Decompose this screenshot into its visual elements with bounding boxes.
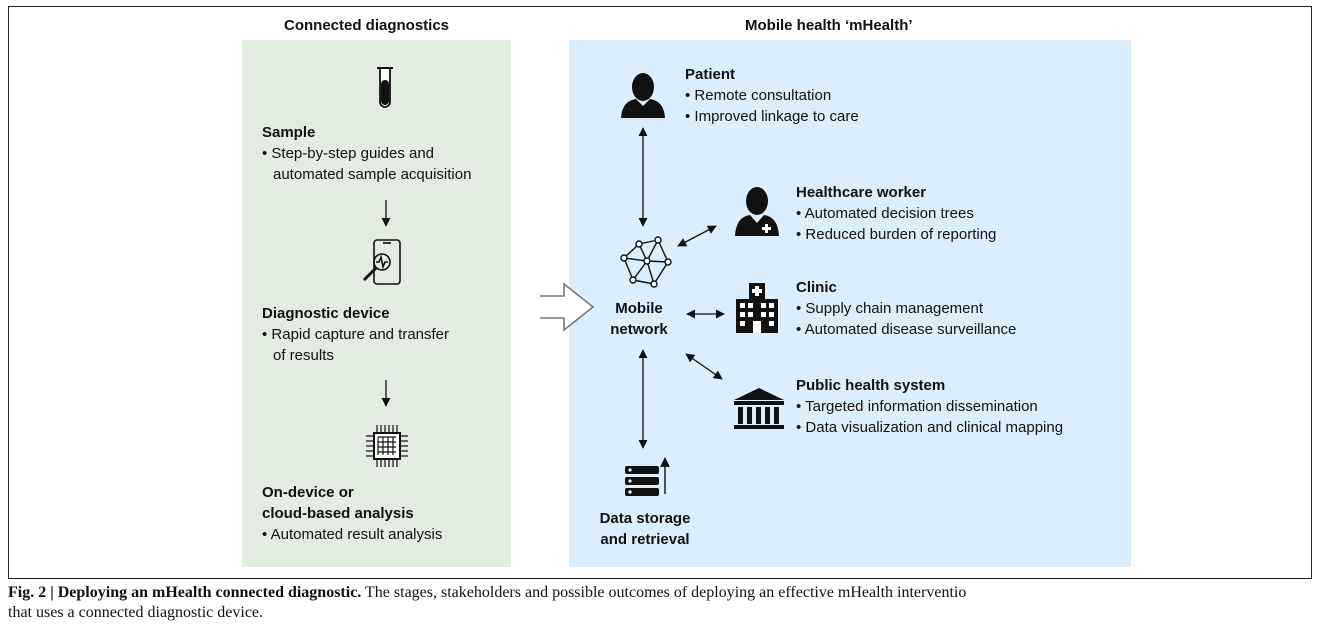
right-panel-title: Mobile health ‘mHealth’: [745, 17, 913, 34]
public-bullet-1: • Targeted information dissemination: [796, 398, 1038, 415]
worker-heading: Healthcare worker: [796, 184, 927, 201]
server-icon: [625, 457, 670, 496]
sample-heading: Sample: [262, 124, 316, 141]
public-bullet-2: • Data visualization and clinical mappin…: [796, 419, 1064, 436]
caption-label: Fig. 2 | Deploying an mHealth connected …: [8, 584, 362, 601]
caption-line-1: Fig. 2 | Deploying an mHealth connected …: [8, 583, 1320, 603]
public-heading: Public health system: [796, 377, 946, 394]
data-storage-label: Data storage and retrieval: [582, 508, 708, 550]
device-heading: Diagnostic device: [262, 305, 390, 322]
analysis-heading-1: On-device or: [262, 484, 354, 501]
phone-magnifier-icon: [362, 239, 401, 285]
network-worker-arrow: [677, 225, 717, 247]
device-bullet-2: of results: [273, 347, 334, 364]
hospital-icon: [736, 283, 778, 333]
worker-block: Healthcare worker • Automated decision t…: [796, 182, 996, 245]
government-building-icon: [734, 388, 784, 429]
network-public-arrow: [685, 353, 723, 380]
test-tube-icon: [377, 67, 393, 108]
public-health-block: Public health system • Targeted informat…: [796, 375, 1063, 438]
patient-bullet-1: • Remote consultation: [685, 87, 832, 104]
mobile-network-label: Mobile network: [604, 298, 674, 340]
patient-block: Patient • Remote consultation • Improved…: [685, 64, 859, 127]
device-bullet-1: • Rapid capture and transfer: [262, 326, 450, 343]
chip-icon: [366, 425, 408, 467]
worker-bullet-2: • Reduced burden of reporting: [796, 226, 997, 243]
network-icon: [620, 236, 672, 288]
sample-bullet-2: automated sample acquisition: [273, 166, 472, 183]
network-line-2: network: [610, 321, 668, 338]
analysis-block: On-device or cloud-based analysis • Auto…: [262, 482, 442, 545]
sample-block: Sample • Step-by-step guides and automat…: [262, 122, 471, 185]
patient-heading: Patient: [685, 66, 736, 83]
clinic-heading: Clinic: [796, 279, 837, 296]
doctor-icon: [735, 187, 779, 236]
network-line-1: Mobile: [615, 300, 663, 317]
caption-text-2: that uses a connected diagnostic device.: [8, 604, 264, 621]
analysis-heading-2: cloud-based analysis: [262, 505, 414, 522]
worker-bullet-1: • Automated decision trees: [796, 205, 974, 222]
left-panel-title: Connected diagnostics: [284, 17, 450, 34]
transfer-arrow: [540, 282, 595, 332]
figure-frame: [8, 6, 1312, 579]
patient-icon: [621, 73, 665, 118]
figure-caption: Fig. 2 | Deploying an mHealth connected …: [8, 583, 1320, 623]
clinic-bullet-2: • Automated disease surveillance: [796, 321, 1017, 338]
device-block: Diagnostic device • Rapid capture and tr…: [262, 303, 449, 366]
storage-line-2: and retrieval: [600, 531, 690, 548]
sample-bullet-1: • Step-by-step guides and: [262, 145, 435, 162]
connected-diagnostics-panel: [242, 40, 511, 567]
clinic-bullet-1: • Supply chain management: [796, 300, 984, 317]
clinic-block: Clinic • Supply chain management • Autom…: [796, 277, 1016, 340]
patient-bullet-2: • Improved linkage to care: [685, 108, 859, 125]
analysis-bullet-1: • Automated result analysis: [262, 526, 443, 543]
mhealth-panel: [569, 40, 1131, 567]
storage-line-1: Data storage: [599, 510, 691, 527]
caption-text-1: The stages, stakeholders and possible ou…: [361, 584, 967, 601]
